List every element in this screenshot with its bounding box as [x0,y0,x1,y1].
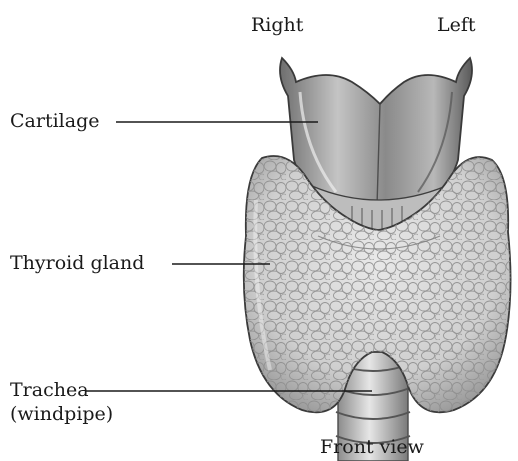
cartilage-label: Cartilage [10,110,99,132]
orientation-left-label: Left [437,14,476,36]
trachea-label: Trachea [10,379,89,401]
thyroid-gland-label: Thyroid gland [10,252,144,274]
windpipe-label: (windpipe) [10,403,113,425]
orientation-right-label: Right [251,14,303,36]
caption-front-view: Front view [320,436,424,458]
